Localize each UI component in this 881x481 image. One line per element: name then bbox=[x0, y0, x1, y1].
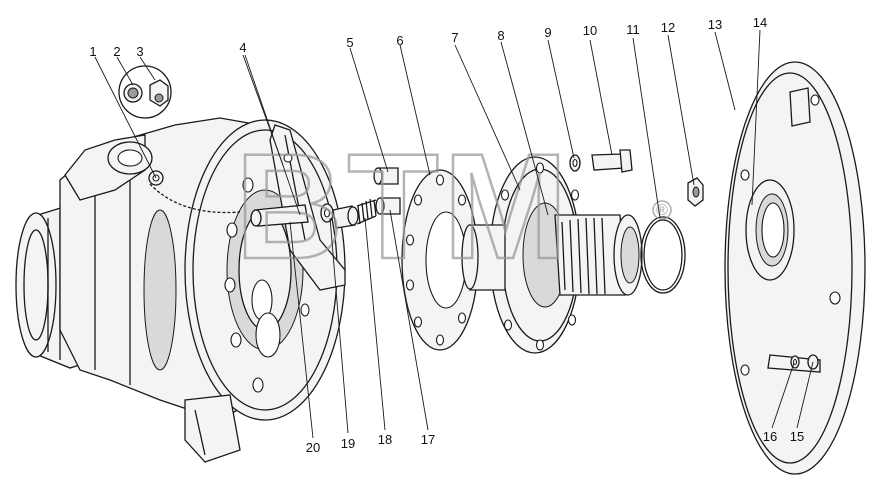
callout-11: 11 bbox=[626, 22, 640, 37]
callout-7: 7 bbox=[451, 30, 458, 45]
callout-3: 3 bbox=[136, 44, 143, 59]
callout-13: 13 bbox=[708, 17, 722, 32]
washer-19 bbox=[320, 203, 334, 223]
callout-10: 10 bbox=[583, 23, 597, 38]
spring-18 bbox=[356, 198, 377, 225]
watermark-text: BTM bbox=[235, 122, 572, 290]
callout-6: 6 bbox=[396, 33, 403, 48]
gasket-6 bbox=[401, 169, 479, 351]
splined-shaft bbox=[554, 214, 643, 296]
seal-14 bbox=[745, 179, 795, 281]
callout-2: 2 bbox=[113, 44, 120, 59]
output-hub-flange bbox=[461, 156, 581, 354]
callout-8: 8 bbox=[497, 28, 504, 43]
callout-4: 4 bbox=[239, 40, 246, 55]
pin-20 bbox=[250, 204, 309, 227]
callout-15: 15 bbox=[790, 429, 804, 444]
dowel-5 bbox=[373, 167, 401, 215]
end-cover-13 bbox=[724, 61, 866, 475]
plug-inset-detail bbox=[118, 65, 172, 119]
callout-1: 1 bbox=[89, 44, 96, 59]
callout-18: 18 bbox=[378, 432, 392, 447]
washer-9 bbox=[569, 154, 581, 172]
callout-19: 19 bbox=[341, 436, 355, 451]
btm-watermark: BTM ® bbox=[234, 121, 672, 291]
gearbox-housing bbox=[15, 117, 346, 463]
callout-9: 9 bbox=[544, 25, 551, 40]
washer-16 bbox=[790, 355, 800, 369]
callout-16: 16 bbox=[763, 429, 777, 444]
callout-20: 20 bbox=[306, 440, 320, 455]
pin-sleeve bbox=[332, 205, 359, 229]
o-ring-11 bbox=[640, 216, 686, 294]
callout-17: 17 bbox=[421, 432, 435, 447]
leader-lines bbox=[94, 29, 814, 439]
callout-5: 5 bbox=[346, 35, 353, 50]
nut-12 bbox=[687, 177, 704, 207]
callout-numbers: 1 2 3 4 5 6 7 8 9 10 11 12 13 14 15 16 1… bbox=[89, 15, 804, 455]
callout-14: 14 bbox=[753, 15, 767, 30]
callout-12: 12 bbox=[661, 20, 675, 35]
bolt-10 bbox=[591, 149, 633, 173]
